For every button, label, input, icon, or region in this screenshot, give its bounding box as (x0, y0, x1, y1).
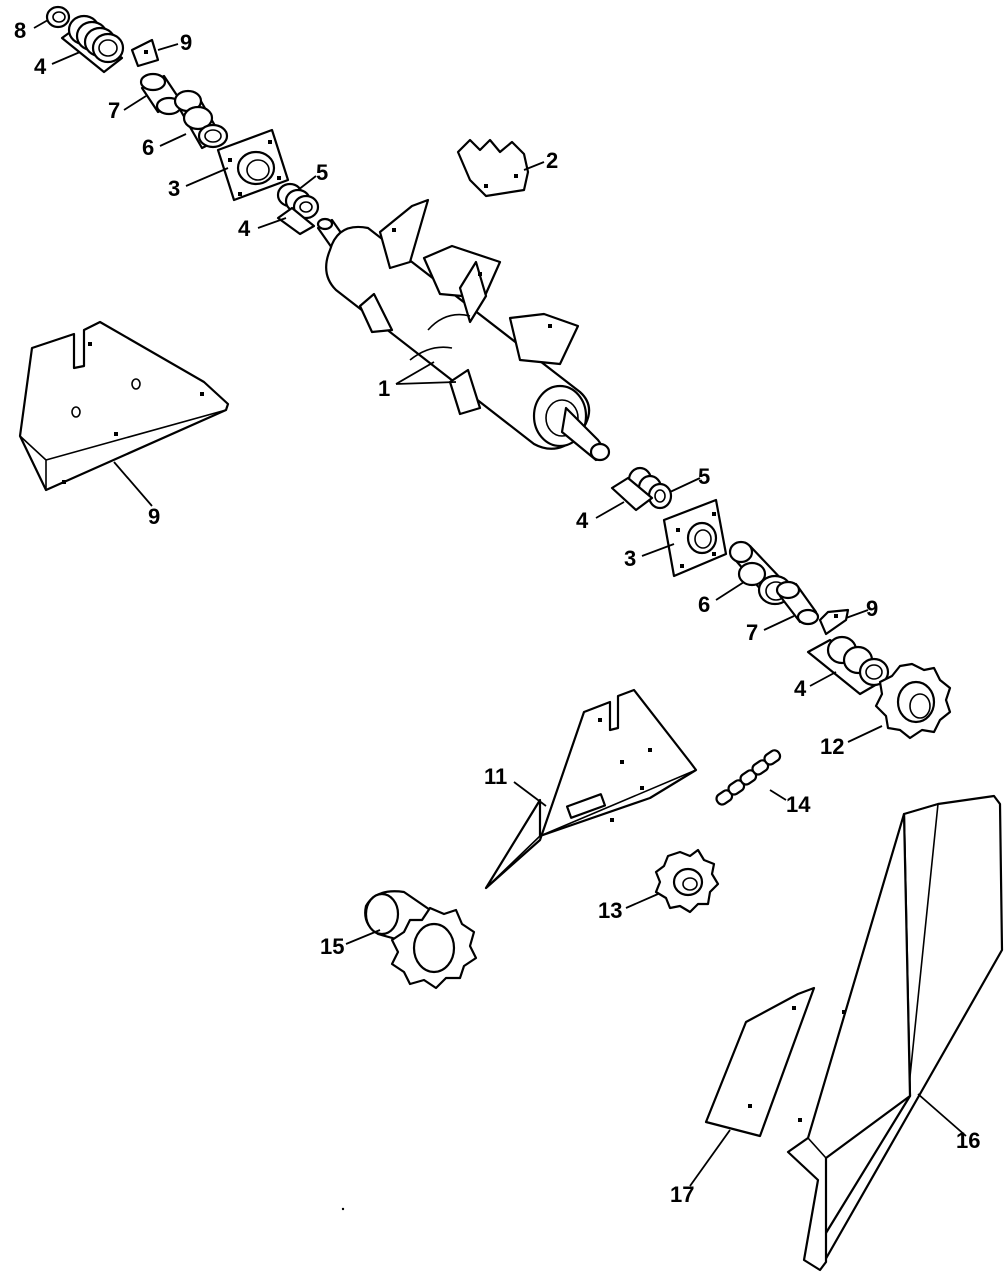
callout-labels: 8 4 9 7 6 3 5 4 2 1 9 5 4 3 6 9 7 4 12 1… (14, 18, 980, 1207)
part-9-clip-bottom (818, 608, 850, 636)
part-16-long-shield (786, 794, 1004, 1272)
part-1-rotor (316, 198, 611, 462)
part-2-comb-plate (456, 138, 530, 198)
part-6-collar-bottom (728, 540, 793, 606)
part-4-bearing-strap-bottom (610, 476, 654, 512)
callout-15: 15 (320, 934, 344, 959)
part-6-collar-top (173, 89, 229, 150)
part-4-bearing-stack-bottom (806, 635, 890, 696)
callout-3-bottom: 3 (624, 546, 636, 571)
callout-3-top: 3 (168, 176, 180, 201)
callout-12: 12 (820, 734, 844, 759)
callout-9-top: 9 (180, 30, 192, 55)
part-15-hub-sprocket (364, 890, 478, 990)
callout-5-bottom: 5 (698, 464, 710, 489)
callout-6-bottom: 6 (698, 592, 710, 617)
callout-10: 9 (148, 504, 160, 529)
part-8-ring (45, 5, 71, 29)
leader-lines (33, 19, 967, 1187)
part-12-large-sprocket (874, 662, 952, 740)
callout-4-stack-bottom: 4 (794, 676, 807, 701)
callout-8: 8 (14, 18, 26, 43)
part-10-side-plate-left (18, 320, 230, 492)
callout-13: 13 (598, 898, 622, 923)
part-7-bushing-bottom (775, 580, 820, 626)
part-9-clip-top (130, 38, 160, 68)
callout-2: 2 (546, 148, 558, 173)
part-3-flange-plate-top (216, 128, 290, 202)
part-4-bearing-shaft-end (276, 206, 316, 236)
callout-7-bottom: 7 (746, 620, 758, 645)
callout-4-bottom: 4 (576, 508, 589, 533)
callout-5-top: 5 (316, 160, 328, 185)
callout-4-shaft: 4 (238, 216, 251, 241)
part-5-bearing-ring-top (276, 182, 320, 220)
callout-6-top: 6 (142, 135, 154, 160)
part-11-side-plate-right (484, 688, 698, 890)
part-14-roller-chain (715, 749, 782, 806)
part-17-small-shield (704, 986, 816, 1138)
part-3-flange-plate-bottom (662, 498, 728, 578)
callout-4-top-left: 4 (34, 54, 47, 79)
callout-14: 14 (786, 792, 811, 817)
callout-7-top: 7 (108, 98, 120, 123)
callout-9-bottom: 9 (866, 596, 878, 621)
callout-16: 16 (956, 1128, 980, 1153)
callout-17: 17 (670, 1182, 694, 1207)
part-7-bushing-top (139, 72, 183, 116)
part-4-bearing-top-left (60, 14, 125, 74)
callout-1: 1 (378, 376, 390, 401)
callout-11: 11 (484, 764, 507, 789)
part-13-small-sprocket (654, 848, 720, 914)
